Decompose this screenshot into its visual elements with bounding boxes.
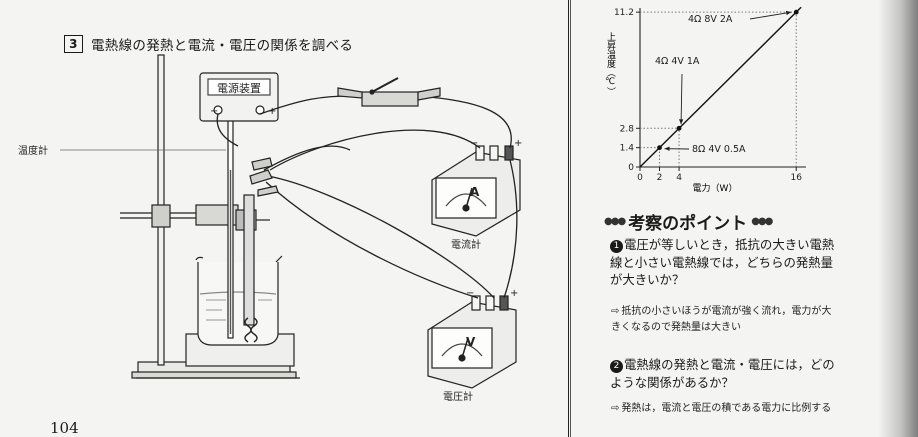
trend-line [639,6,802,168]
annotation-arrow-line [680,73,683,125]
wires [216,95,518,299]
ps-minus-terminal: − [210,106,218,117]
annotation-arrow-head-icon [664,146,670,151]
ammeter-label: 電流計 [451,238,481,251]
right-ornament-icon: ●●● [751,216,773,227]
number-2-icon: 2 [610,360,623,374]
voltmeter [427,295,517,389]
heater-assembly [243,194,258,343]
annotation-arrow-head-icon [785,10,792,16]
answer-1-text: 抵抗の小さいほうが電流が強く流れ，電力が大きくなるので発熱量は大きい [611,306,832,333]
ammeter-plus-terminal: + [514,138,522,149]
data-point [657,145,662,151]
left-ornament-icon: ●●● [604,216,626,227]
page-edge-shadow [878,0,918,437]
alligator-clips [249,87,441,197]
answer-arrow-icon: ⇨ [611,403,620,414]
ps-plus-terminal: + [268,106,276,117]
section-heading: 3 電熱線の発熱と電流・電圧の関係を調べる [64,34,353,54]
y-axis-label: 上昇温度（℃） [605,32,616,96]
ammeter-symbol: A [470,185,480,199]
column-divider [568,0,571,437]
x-axis-label: 電力（W） [693,182,738,194]
voltmeter-minus-terminal: − [466,288,474,299]
question-1-text: 電圧が等しいとき，抵抗の大きい電熱線と小さい電熱線では，どちらの発熱量が大きいか… [610,237,835,287]
data-point [676,125,682,131]
y-tick-label: 1.4 [620,144,635,154]
answer-arrow-icon: ⇨ [611,306,620,317]
ammeter-minus-terminal: − [470,138,478,149]
number-1-icon: 1 [610,240,623,254]
page-number: 104 [50,419,79,437]
annotation-arrow-head-icon [678,119,684,125]
power-supply-label: 電源装置 [217,81,261,95]
switch [361,77,419,107]
y-tick-label: 2.8 [620,124,635,134]
data-point [793,9,799,15]
voltmeter-symbol: V [466,335,476,349]
y-tick-label: 0 [628,163,634,173]
question-2-text: 電熱線の発熱と電流・電圧には，どのような関係があるか？ [610,357,835,390]
power-supply [199,72,279,122]
x-tick-label: 16 [791,173,803,183]
answer-2: ⇨発熱は，電流と電圧の積である電力に比例する [611,401,833,417]
x-tick-label: 0 [637,173,643,183]
voltmeter-label: 電圧計 [443,390,473,403]
answer-2-text: 発熱は，電流と電圧の積である電力に比例する [621,403,832,414]
considerations-title: ●●● 考察のポイント ●●● [604,209,834,234]
y-tick-label: 11.2 [614,8,634,18]
thermometer-label: 温度計 [18,144,48,157]
x-tick-label: 4 [676,173,682,183]
data-label: 8Ω 4V 0.5A [692,144,746,155]
section-title: 電熱線の発熱と電流・電圧の関係を調べる [91,38,354,54]
annotation-arrow-line [749,11,792,20]
ammeter [431,145,521,237]
beaker [195,255,283,346]
answer-1: ⇨抵抗の小さいほうが電流が強く流れ，電力が大きくなるので発熱量は大きい [611,304,833,336]
power-temperature-chart: 0 1.4 2.8 11.2 0 2 4 16 4Ω 8V 2A 4Ω 4V 1A 8Ω 4V 0.… [605,6,806,194]
voltmeter-plus-terminal: + [510,288,518,299]
data-label: 4Ω 8V 2A [688,14,733,25]
x-tick-label: 2 [657,173,663,183]
section-number: 3 [64,35,83,53]
experiment-illustration: 電源装置 − + 温度計 − + A 電流計 − + V 電圧計 [18,54,522,403]
data-label: 4Ω 4V 1A [655,56,700,67]
considerations-title-text: 考察のポイント [628,214,748,234]
